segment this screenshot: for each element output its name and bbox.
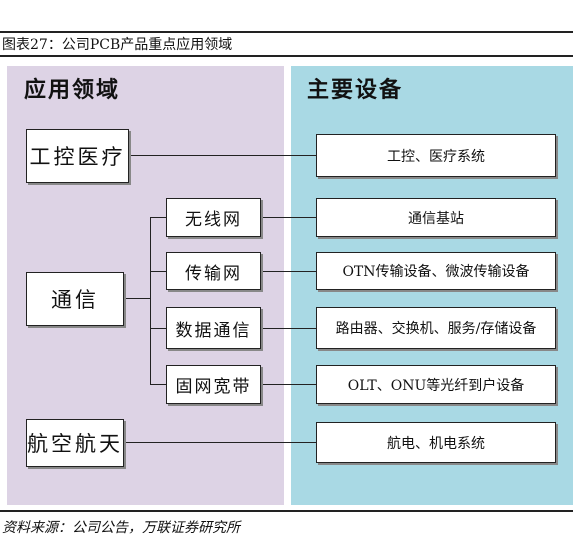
source-note: 资料来源：公司公告，万联证券研究所 — [2, 520, 240, 536]
connector-aerospace — [124, 442, 316, 443]
sub-domain-transmission-network: 传输网 — [166, 252, 261, 290]
connector-to-wireless — [150, 217, 166, 218]
equipment-box-ftth: OLT、ONU等光纤到户设备 — [316, 365, 556, 404]
connector-broadband-equipment — [261, 384, 316, 385]
equipment-box-aerospace: 航电、机电系统 — [316, 422, 556, 463]
equipment-box-industrial-medical: 工控、医疗系统 — [316, 134, 556, 177]
domain-box-aerospace: 航空航天 — [26, 419, 124, 467]
connector-transmission-equipment — [261, 271, 316, 272]
connector-to-broadband — [150, 384, 166, 385]
left-panel-header: 应用领域 — [24, 77, 121, 103]
connector-to-data-comm — [150, 328, 166, 329]
title-rule — [0, 55, 573, 57]
equipment-box-transmission: OTN传输设备、微波传输设备 — [316, 252, 556, 290]
connector-to-transmission — [150, 271, 166, 272]
connector-industrial-medical — [129, 155, 316, 156]
domain-box-industrial-medical: 工控医疗 — [26, 129, 129, 183]
connector-data-comm-equipment — [261, 328, 316, 329]
sub-domain-wireless-network: 无线网 — [166, 198, 261, 237]
equipment-box-data-communication: 路由器、交换机、服务/存储设备 — [316, 307, 556, 349]
sub-domain-fixed-broadband: 固网宽带 — [166, 365, 261, 404]
top-rule — [0, 31, 573, 33]
right-panel-header: 主要设备 — [307, 77, 404, 103]
figure-title: 图表27：公司PCB产品重点应用领域 — [2, 37, 233, 53]
domain-box-communication: 通信 — [26, 272, 124, 326]
sub-domain-data-communication: 数据通信 — [166, 307, 261, 349]
connector-communication-vertical — [150, 217, 151, 384]
equipment-box-base-station: 通信基站 — [316, 198, 556, 237]
bottom-rule — [0, 510, 573, 512]
connector-wireless-equipment — [261, 217, 316, 218]
connector-communication-trunk — [124, 298, 151, 299]
